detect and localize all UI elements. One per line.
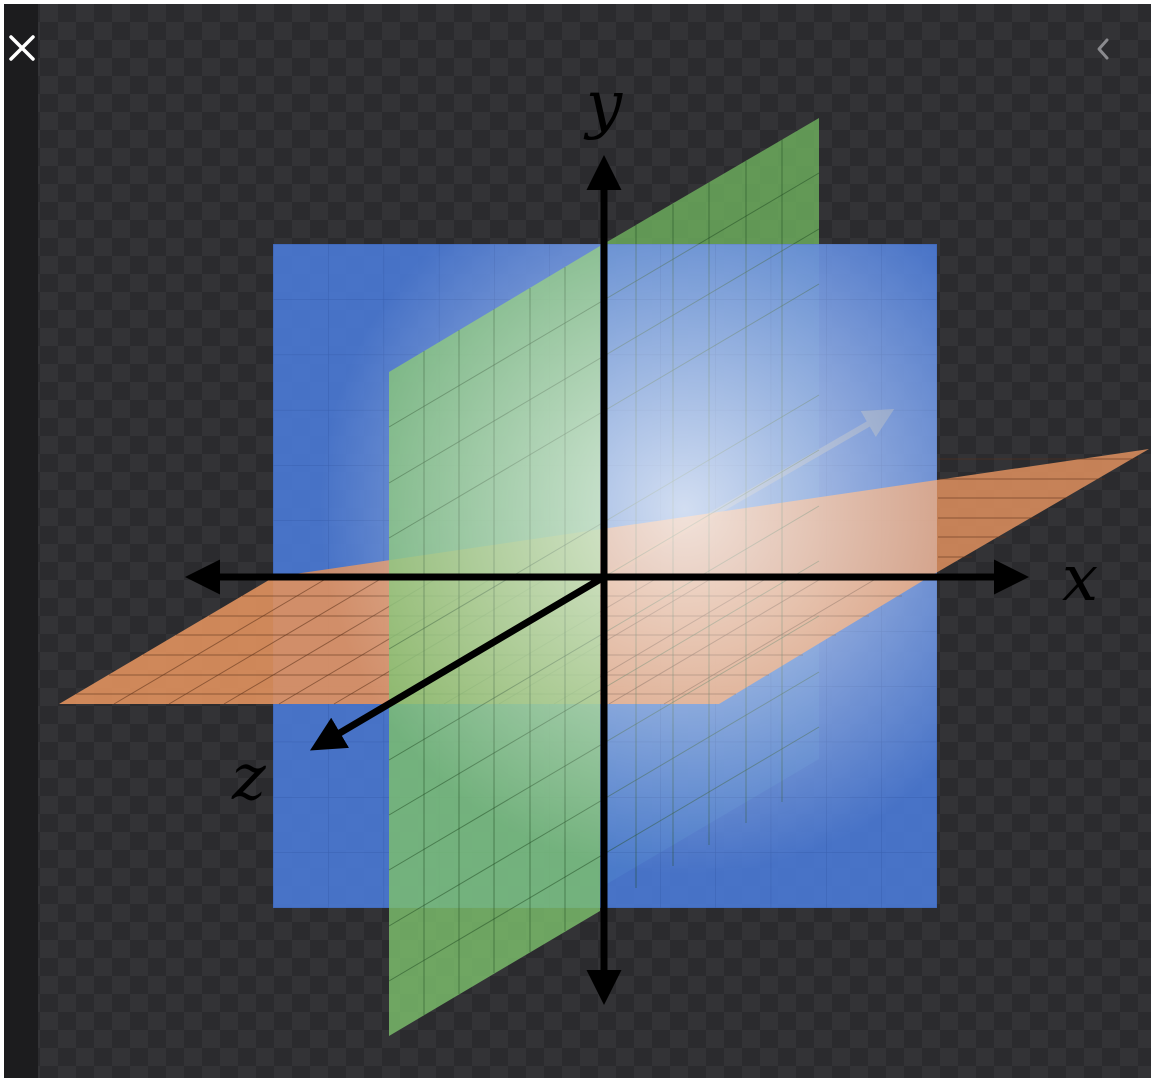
x-axis-label: x	[1062, 542, 1098, 616]
close-icon	[9, 35, 35, 61]
close-button[interactable]	[6, 32, 38, 64]
z-axis	[309, 573, 606, 751]
chevron-left-icon	[1097, 38, 1109, 60]
previous-button[interactable]	[1089, 34, 1119, 64]
y-axis-label: y	[583, 68, 623, 142]
image-viewer: y x z	[4, 4, 1151, 1078]
z-axis-label: z	[231, 741, 267, 815]
left-edge-strip	[4, 4, 38, 1078]
coordinate-planes-figure: y x z	[59, 68, 1149, 1036]
